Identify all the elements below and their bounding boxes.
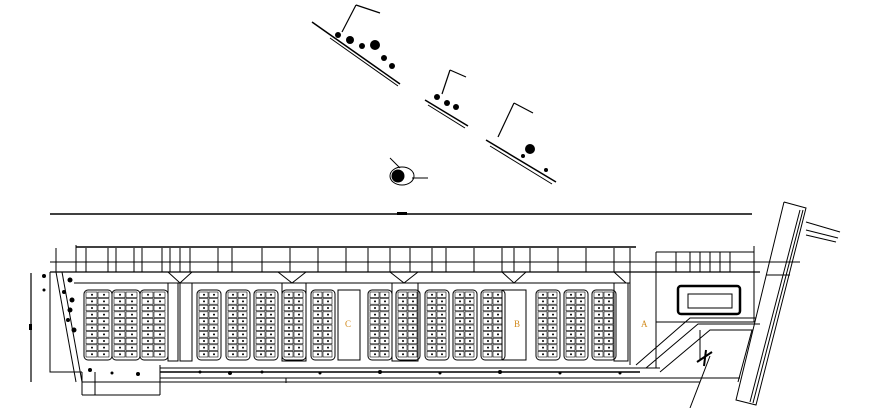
road xyxy=(735,201,841,406)
plot-block xyxy=(591,289,617,361)
plot-block xyxy=(535,289,561,361)
block-dividers xyxy=(167,271,629,362)
plot-block xyxy=(395,289,421,361)
plot-block xyxy=(253,289,279,361)
plot-block xyxy=(452,289,478,361)
north-arrow-detail xyxy=(389,157,428,186)
elevation-sketch-2 xyxy=(424,69,469,129)
plot-block xyxy=(424,289,450,361)
zone-label-c: C xyxy=(345,319,352,329)
east-section xyxy=(635,271,760,408)
plot-blocks xyxy=(83,289,617,361)
zone-label-b: B xyxy=(514,319,521,329)
elevation-sketch-1 xyxy=(311,4,401,87)
zone-label-a: A xyxy=(641,319,648,329)
plot-block xyxy=(480,289,506,361)
plot-block xyxy=(563,289,589,361)
frontage-strip xyxy=(50,245,760,273)
plot-block xyxy=(225,289,251,361)
trees xyxy=(42,274,622,376)
plot-block xyxy=(310,289,336,361)
plot-block xyxy=(196,289,222,361)
elevation-sketch-3 xyxy=(485,102,557,185)
